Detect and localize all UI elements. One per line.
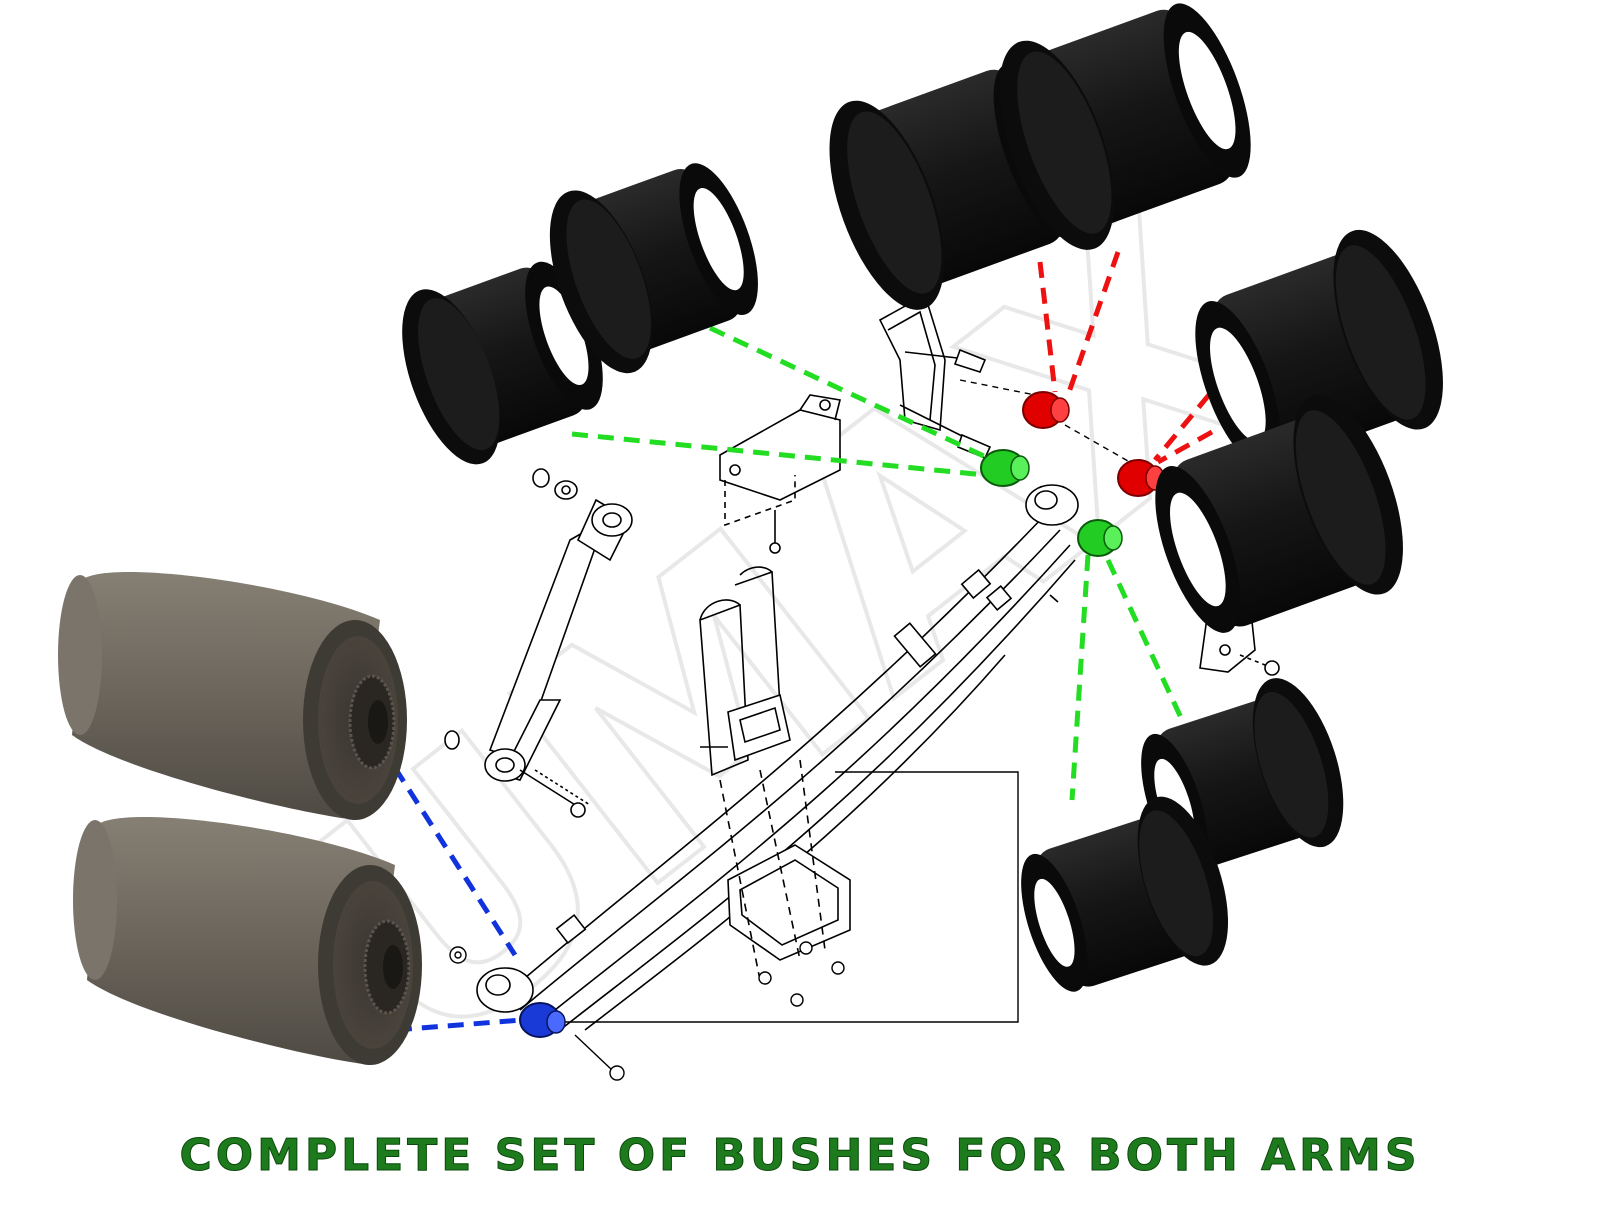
green-bush-marker-2	[1077, 519, 1123, 557]
blue-bush-marker	[519, 1002, 566, 1038]
red-bush-marker-2	[1117, 459, 1165, 497]
fastener-icons	[449, 379, 1136, 1081]
green-bush-marker-1	[980, 449, 1030, 487]
metal-bush-icon	[58, 572, 422, 1065]
green-link-lines	[571, 325, 1185, 801]
blue-link-lines	[369, 766, 523, 1035]
caption-text: COMPLETE SET OF BUSHES FOR BOTH ARMS	[179, 1130, 1421, 1182]
rubber-bush-icon	[402, 3, 1443, 992]
red-link-lines	[1037, 251, 1244, 465]
leaf-spring-icon	[476, 484, 1079, 1031]
shock-absorber-icon	[444, 468, 633, 818]
red-bush-marker-1	[1022, 391, 1070, 429]
